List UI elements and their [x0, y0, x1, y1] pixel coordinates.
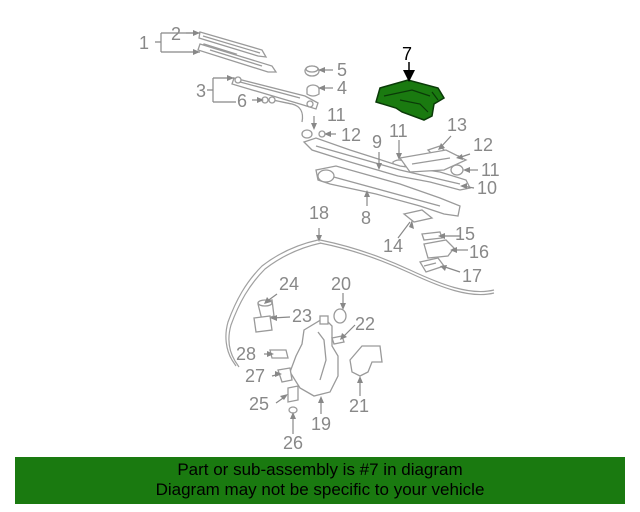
callout-10: 10 — [477, 178, 497, 198]
grommet-11-left — [301, 129, 313, 139]
clip-15 — [421, 231, 443, 241]
callout-22: 22 — [355, 314, 375, 334]
callout-23: 23 — [292, 306, 312, 326]
banner-line-2: Diagram may not be specific to your vehi… — [155, 480, 485, 499]
callout-11-left: 11 — [327, 105, 346, 125]
callout-labels: 1 2 3 4 5 6 7 8 9 10 11 11 11 12 12 13 1… — [139, 24, 500, 453]
sensor-17 — [418, 257, 446, 273]
callout-24: 24 — [279, 274, 299, 294]
callout-7: 7 — [402, 44, 412, 64]
washer-hose — [225, 239, 495, 368]
callout-18: 18 — [309, 203, 329, 223]
wiper-motor-cover-highlight — [375, 79, 446, 121]
fitting-28 — [269, 349, 289, 359]
callout-4: 4 — [337, 78, 347, 98]
parts-diagram: 1 2 3 4 5 6 7 8 9 10 11 11 11 12 12 13 1… — [139, 24, 500, 453]
callout-12-right: 12 — [473, 135, 493, 155]
wiper-transmission — [315, 165, 461, 217]
callout-20: 20 — [331, 274, 351, 294]
callout-25: 25 — [249, 394, 269, 414]
info-banner: Part or sub-assembly is #7 in diagram Di… — [15, 457, 625, 504]
washer-hose-small — [257, 96, 304, 123]
callout-1: 1 — [139, 33, 149, 53]
wiper-arm-assembly — [231, 76, 319, 110]
callout-17: 17 — [462, 266, 482, 286]
banner-line-1: Part or sub-assembly is #7 in diagram — [177, 460, 463, 479]
cap-5 — [304, 65, 320, 77]
bracket-14 — [402, 209, 434, 223]
connector-27 — [277, 367, 293, 383]
callout-28: 28 — [236, 344, 256, 364]
pump-16 — [423, 239, 455, 259]
callout-5: 5 — [337, 60, 347, 80]
nut-4 — [306, 84, 320, 97]
callout-9: 9 — [372, 132, 382, 152]
callout-13: 13 — [447, 115, 467, 135]
callout-6: 6 — [237, 91, 247, 111]
wiper-linkage — [302, 137, 471, 191]
callout-12-left: 12 — [341, 125, 361, 145]
sensor-25 — [287, 385, 299, 403]
callout-11-right: 11 — [481, 160, 500, 180]
callout-2: 2 — [171, 24, 181, 44]
callout-8: 8 — [361, 208, 371, 228]
callout-21: 21 — [349, 396, 369, 416]
cap-20 — [333, 308, 347, 324]
wiper-arm — [197, 43, 278, 73]
callout-11-center: 11 — [389, 121, 408, 141]
callout-27: 27 — [245, 366, 265, 386]
callout-14: 14 — [383, 236, 403, 256]
callout-3: 3 — [196, 81, 206, 101]
callout-19: 19 — [311, 414, 331, 434]
seal-23 — [253, 315, 273, 333]
callout-15: 15 — [455, 224, 475, 244]
washer-reservoir — [289, 315, 339, 397]
arrowheads — [193, 30, 470, 419]
bracket-21 — [349, 345, 383, 377]
callout-16: 16 — [469, 242, 489, 262]
callout-26: 26 — [283, 433, 303, 453]
